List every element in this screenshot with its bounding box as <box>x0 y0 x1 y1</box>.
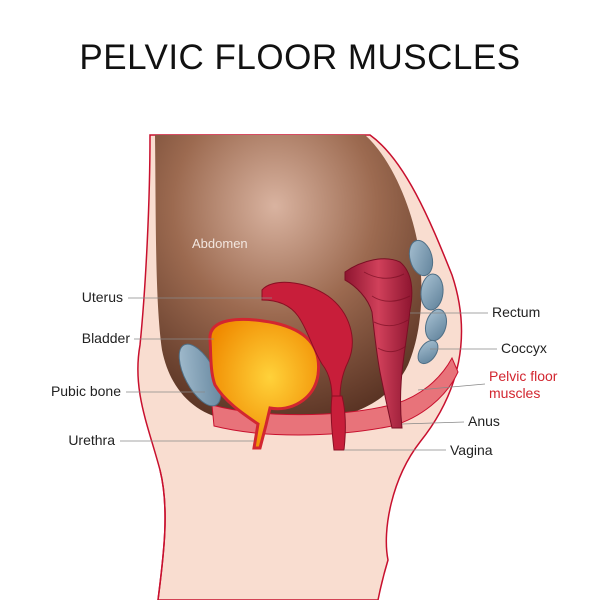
label-abdomen: Abdomen <box>192 236 248 251</box>
bladder <box>208 317 321 450</box>
vagina <box>330 395 346 451</box>
label-bladder: Bladder <box>82 330 131 346</box>
label-rectum: Rectum <box>492 304 540 320</box>
diagram-title: PELVIC FLOOR MUSCLES <box>79 38 521 77</box>
rectum-folds <box>363 271 411 353</box>
label-uterus: Uterus <box>82 289 123 305</box>
label-coccyx: Coccyx <box>501 340 547 356</box>
label-pubic-bone: Pubic bone <box>51 383 121 399</box>
body-outline-lower <box>157 469 166 600</box>
coccyx <box>408 239 448 365</box>
label-vagina: Vagina <box>450 442 493 458</box>
label-pelvic-floor-1: Pelvic floor <box>489 368 558 384</box>
label-urethra: Urethra <box>68 432 115 448</box>
leader-lines <box>120 297 497 451</box>
label-pelvic-floor-2: muscles <box>489 385 540 401</box>
label-anus: Anus <box>468 413 500 429</box>
